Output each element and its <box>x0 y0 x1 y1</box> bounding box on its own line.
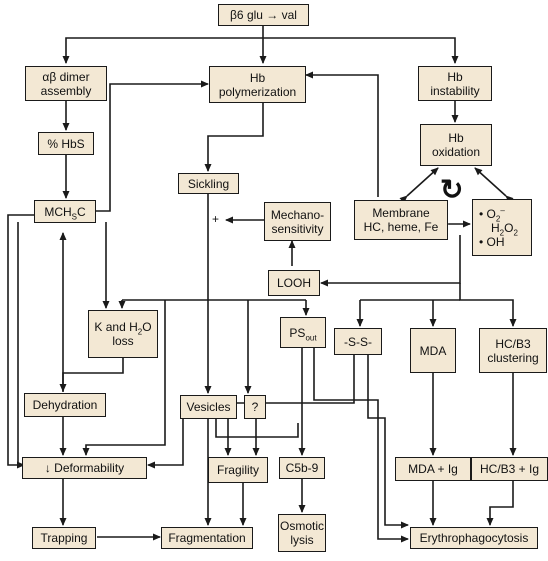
k-h2o-line2: loss <box>112 334 134 348</box>
hb-polymerization-node: Hb polymerization <box>209 66 306 103</box>
hc-b3-line1: HC/B3 <box>495 336 531 351</box>
vesicles-node: Vesicles <box>180 395 237 419</box>
hb-instability-line1: Hb <box>447 69 463 84</box>
hb-polymerization-line1: Hb <box>249 70 266 85</box>
hb-oxidation-line2: oxidation <box>431 145 481 159</box>
erythrophagocytosis-node: Erythrophagocytosis <box>410 527 538 549</box>
hc-b3-ig-node: HC/B3 + Ig <box>471 457 548 481</box>
hb-instability-node: Hb instability <box>418 66 492 101</box>
mchc-node: MCHSC <box>34 200 96 223</box>
hbs-percent-node: % HbS <box>38 132 94 155</box>
membrane-line1: Membrane <box>372 206 430 220</box>
looh-label: LOOH <box>276 276 311 290</box>
ros-node: • O2– H2O2 • OH <box>472 199 532 256</box>
mechanosensitivity-line2: sensitivity <box>271 221 324 236</box>
sickling-node: Sickling <box>178 173 239 194</box>
mechanosensitivity-node: Mechano- sensitivity <box>264 202 331 241</box>
hb-oxidation-node: Hb oxidation <box>420 124 492 166</box>
ps-out-label: PSout <box>289 325 317 342</box>
unknown-node: ? <box>244 395 266 419</box>
membrane-node: Membrane HC, heme, Fe <box>354 200 448 240</box>
k-h2o-loss-node: K and H2O loss <box>88 310 158 358</box>
k-h2o-line1: K and H2O <box>94 320 152 337</box>
ros-hydroxyl: • OH <box>479 234 505 249</box>
c5b9-label: C5b-9 <box>285 461 319 475</box>
membrane-line2: HC, heme, Fe <box>363 220 439 234</box>
ros-superoxide: • O2– <box>479 205 505 223</box>
trapping-node: Trapping <box>32 527 96 549</box>
fragmentation-label: Fragmentation <box>168 531 246 545</box>
mda-ig-node: MDA + Ig <box>395 457 471 481</box>
fragility-label: Fragility <box>216 463 259 477</box>
dehydration-node: Dehydration <box>24 393 106 417</box>
looh-node: LOOH <box>268 270 320 296</box>
hc-b3-ig-label: HC/B3 + Ig <box>479 462 540 476</box>
hbs-percent-label: % HbS <box>47 136 85 151</box>
hb-oxidation-line1: Hb <box>448 131 464 145</box>
osmotic-lysis-line1: Osmotic <box>279 519 324 533</box>
fragmentation-node: Fragmentation <box>161 527 253 549</box>
mchc-label: MCHSC <box>44 204 86 221</box>
dimer-assembly-line2: assembly <box>40 83 92 98</box>
mda-ig-label: MDA + Ig <box>408 462 458 476</box>
plus-sign: + <box>212 212 220 226</box>
ros-peroxide: H2O2 <box>491 220 518 237</box>
mutation-label: β6 glu → val <box>230 8 297 22</box>
osmotic-lysis-node: Osmotic lysis <box>278 514 326 552</box>
c5b9-node: C5b-9 <box>279 457 325 479</box>
unknown-label: ? <box>251 400 259 414</box>
fragility-node: Fragility <box>208 457 268 483</box>
disulfide-label: -S-S- <box>344 334 372 349</box>
trapping-label: Trapping <box>40 531 88 545</box>
mda-node: MDA <box>410 328 456 373</box>
hb-polymerization-line2: polymerization <box>218 84 297 99</box>
mda-label: MDA <box>419 343 447 358</box>
mutation-node: β6 glu → val <box>218 4 309 26</box>
mechanosensitivity-line1: Mechano- <box>270 207 325 222</box>
dimer-assembly-node: αβ dimer assembly <box>25 66 107 101</box>
ps-out-node: PSout <box>280 317 326 348</box>
dimer-assembly-line1: αβ dimer <box>42 69 90 84</box>
dehydration-label: Dehydration <box>32 398 98 412</box>
redox-cycle-icon: ↻ <box>440 174 464 205</box>
hb-instability-line2: instability <box>430 83 480 98</box>
deformability-node: ↓ Deformability <box>22 457 147 479</box>
sickling-label: Sickling <box>187 176 230 191</box>
hc-b3-clustering-node: HC/B3 clustering <box>479 328 547 373</box>
osmotic-lysis-line2: lysis <box>290 533 314 547</box>
deformability-label: ↓ Deformability <box>44 461 125 475</box>
hc-b3-line2: clustering <box>487 350 539 365</box>
disulfide-node: -S-S- <box>334 328 382 355</box>
erythrophagocytosis-label: Erythrophagocytosis <box>419 531 529 545</box>
vesicles-label: Vesicles <box>186 400 231 414</box>
